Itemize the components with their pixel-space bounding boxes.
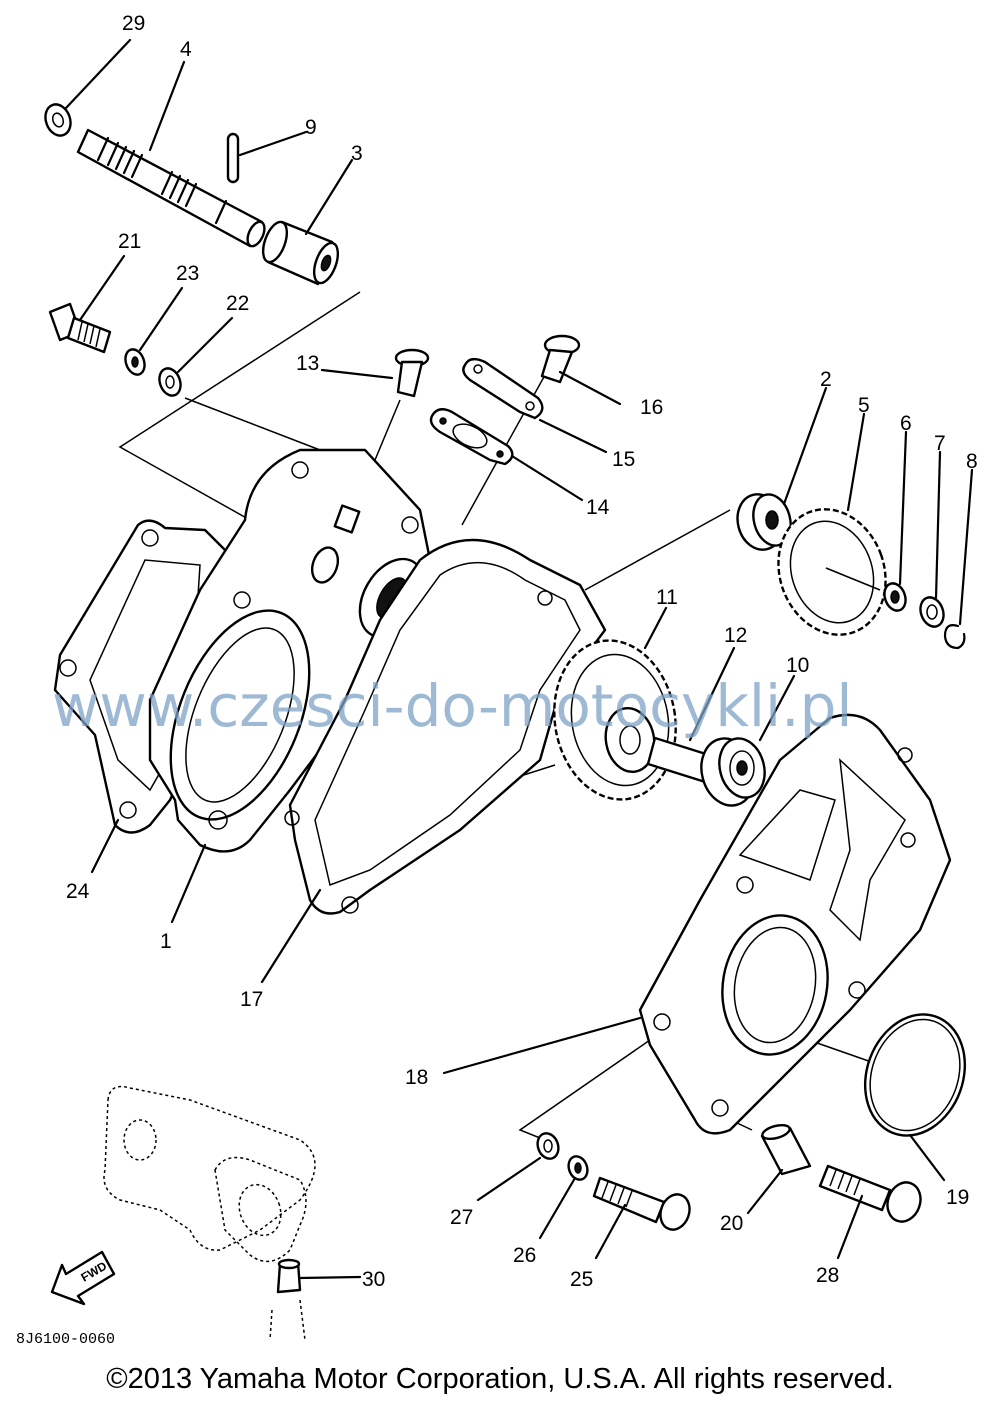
part-16-screw [540,334,581,384]
inset-housing-outline [103,1085,316,1341]
part-8-circlip [943,624,966,650]
part-4-shaft [76,128,266,248]
diagram-code: 8J6100-0060 [16,1331,115,1348]
callout-10: 10 [786,654,809,677]
callout-leaders [64,38,974,1280]
part-26-washer [567,1155,589,1181]
part-23-washer [124,348,146,376]
callout-16: 16 [640,396,663,419]
callout-26: 26 [513,1244,536,1267]
callout-6: 6 [900,412,912,435]
part-25-bolt [592,1176,691,1231]
callout-13: 13 [296,352,319,375]
callout-20: 20 [720,1212,743,1235]
callout-1: 1 [160,930,172,953]
part-21-bolt [48,302,112,354]
part-11-gear [553,639,677,801]
callout-11: 11 [656,586,678,609]
part-3-collar [261,220,340,286]
part-6-washer [883,582,907,612]
part-29-washer [44,103,72,137]
callout-23: 23 [176,262,199,285]
part-22-washer [158,367,182,397]
part-17-gasket [284,538,607,915]
callout-5: 5 [858,394,870,417]
part-18-cover [638,713,952,1135]
part-19-o-ring [863,1013,967,1137]
part-15-plate [462,357,544,420]
callout-12: 12 [724,624,747,647]
callout-17: 17 [240,988,263,1011]
callout-numbers: 29 4 9 3 21 23 22 13 16 15 14 2 5 6 7 8 … [66,12,978,1291]
callout-30: 30 [362,1268,385,1291]
callout-19: 19 [946,1186,969,1209]
part-28-bolt [818,1164,922,1223]
watermark-text: www.czesci-do-motocykli.pl [52,672,853,740]
part-13-screw [394,348,430,398]
part-30-fitting [276,1258,302,1294]
callout-24: 24 [66,880,90,903]
part-1-housing [148,448,432,853]
part-2-bearing [736,493,792,551]
part-14-gasket [429,408,514,466]
callout-3: 3 [351,142,363,165]
callout-25: 25 [570,1268,593,1291]
callout-28: 28 [816,1264,839,1287]
callout-18: 18 [405,1066,428,1089]
callout-22: 22 [226,292,249,315]
callout-2: 2 [820,368,832,391]
copyright-notice: ©2013 Yamaha Motor Corporation, U.S.A. A… [106,1363,894,1395]
callout-14: 14 [586,496,610,519]
callout-21: 21 [118,230,141,253]
callout-8: 8 [966,450,978,473]
part-5-gear [777,508,887,636]
callout-7: 7 [934,432,946,455]
part-9-pin [226,132,240,184]
callout-29: 29 [122,12,145,35]
fwd-arrow-icon: FWD [50,1250,116,1306]
callout-15: 15 [612,448,635,471]
callout-27: 27 [450,1206,473,1229]
part-10-bearing [700,737,766,807]
callout-4: 4 [180,38,192,61]
part-20-dowel [760,1123,812,1176]
part-7-washer [919,596,945,628]
part-27-washer [536,1132,560,1160]
callout-9: 9 [305,116,317,139]
